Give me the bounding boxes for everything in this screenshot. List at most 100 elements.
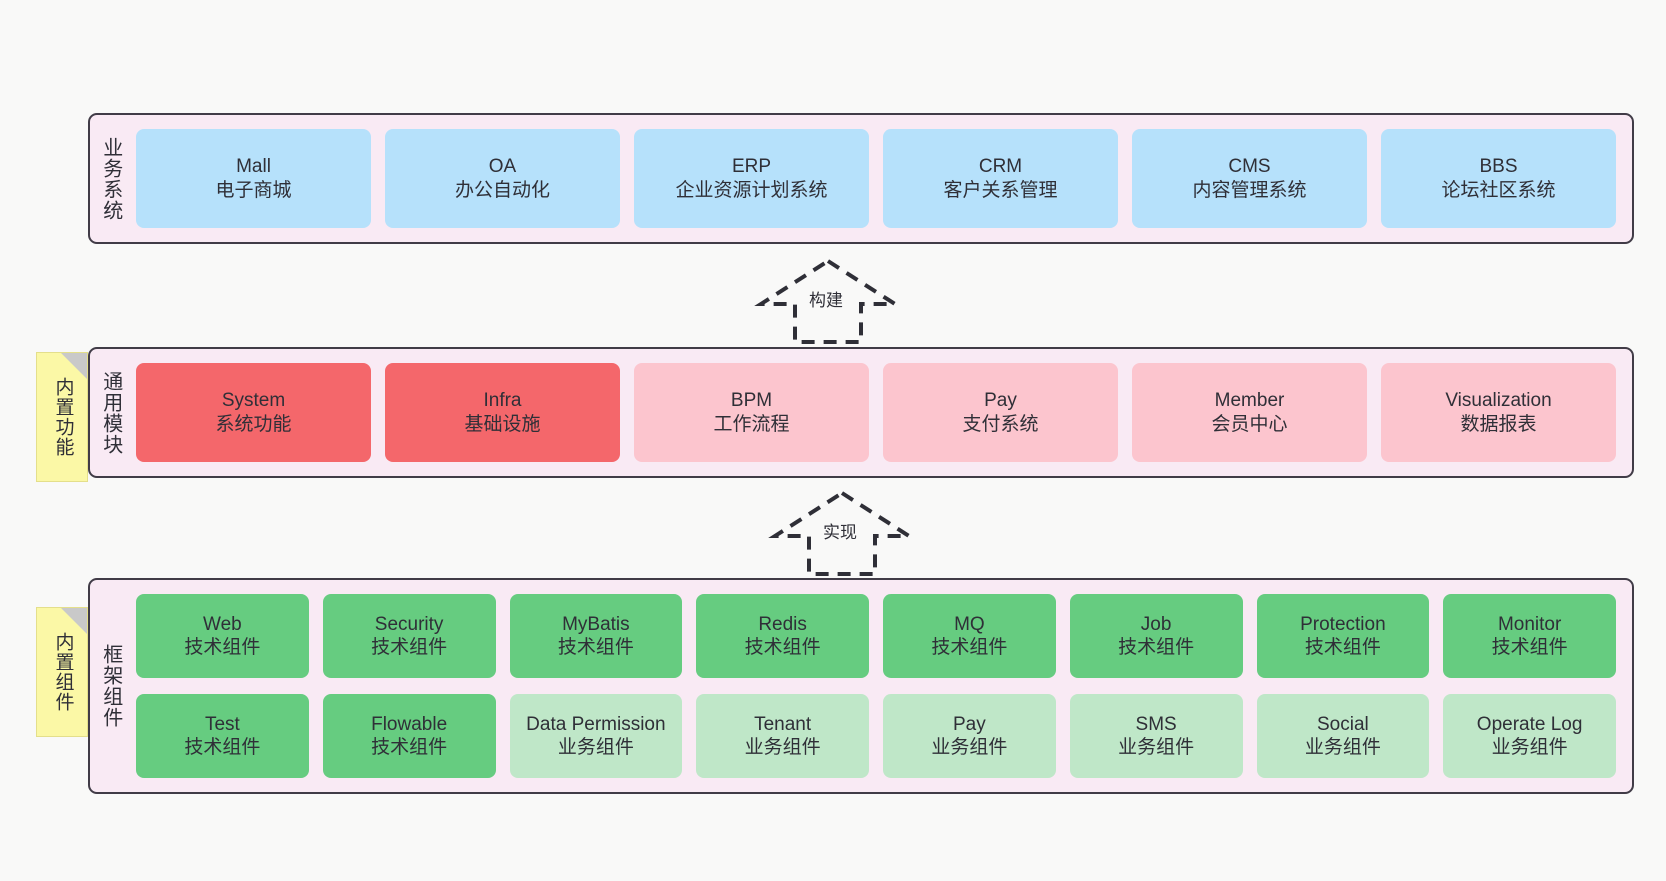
card-title: Member [1214, 390, 1285, 412]
card-title: Pay [953, 713, 986, 735]
card-title: Visualization [1445, 390, 1552, 412]
layer-cards-common-module: System 系统功能 Infra 基础设施 BPM 工作流程 Pay 支付系统… [130, 349, 1632, 476]
card-bbs[interactable]: BBS 论坛社区系统 [1381, 129, 1616, 228]
layer-common-module: 通用模块 System 系统功能 Infra 基础设施 BPM 工作流程 Pay… [88, 347, 1634, 478]
card-member[interactable]: Member 会员中心 [1132, 363, 1367, 462]
layer-cards-business-system: Mall 电子商城 OA 办公自动化 ERP 企业资源计划系统 CRM 客户关系… [130, 115, 1632, 242]
card-title: Tenant [754, 713, 812, 735]
card-sms[interactable]: SMS 业务组件 [1069, 694, 1243, 778]
layer-cards-framework-component: Web 技术组件 Security 技术组件 MyBatis 技术组件 Redi… [130, 580, 1632, 792]
card-subtitle: 工作流程 [713, 413, 790, 435]
card-security[interactable]: Security 技术组件 [322, 594, 496, 678]
card-subtitle: 技术组件 [371, 637, 448, 658]
card-subtitle: 会员中心 [1211, 413, 1288, 435]
note-text: 内置组件 [52, 632, 74, 712]
card-subtitle: 电子商城 [215, 179, 292, 201]
card-title: Data Permission [526, 713, 666, 735]
card-flowable[interactable]: Flowable 技术组件 [322, 694, 496, 778]
card-web[interactable]: Web 技术组件 [136, 594, 309, 678]
card-subtitle: 数据报表 [1460, 413, 1537, 435]
card-subtitle: 技术组件 [557, 637, 634, 658]
card-title: BBS [1479, 156, 1518, 178]
card-subtitle: 支付系统 [962, 413, 1039, 435]
card-title: Infra [483, 390, 522, 412]
card-title: System [221, 390, 286, 412]
card-bpm[interactable]: BPM 工作流程 [634, 363, 869, 462]
card-cms[interactable]: CMS 内容管理系统 [1132, 129, 1367, 228]
card-data-permission[interactable]: Data Permission 业务组件 [509, 694, 683, 778]
card-subtitle: 企业资源计划系统 [675, 179, 828, 201]
card-subtitle: 业务组件 [557, 737, 634, 758]
generalization-arrow-icon [768, 490, 916, 576]
card-protection[interactable]: Protection 技术组件 [1256, 594, 1430, 678]
card-title: ERP [731, 156, 772, 178]
card-system[interactable]: System 系统功能 [136, 363, 371, 462]
card-subtitle: 业务组件 [1118, 737, 1195, 758]
card-title: Test [204, 713, 240, 735]
card-crm[interactable]: CRM 客户关系管理 [883, 129, 1118, 228]
card-test[interactable]: Test 技术组件 [136, 694, 309, 778]
card-subtitle: 技术组件 [931, 637, 1008, 658]
folded-corner-icon [61, 608, 87, 634]
layer-title-framework-component: 框架组件 [99, 644, 122, 728]
card-subtitle: 办公自动化 [454, 179, 550, 201]
layer-title-common-module: 通用模块 [99, 370, 122, 455]
note-text: 内置功能 [52, 377, 74, 457]
card-tenant[interactable]: Tenant 业务组件 [696, 694, 869, 778]
card-erp[interactable]: ERP 企业资源计划系统 [634, 129, 869, 228]
card-redis[interactable]: Redis 技术组件 [696, 594, 869, 678]
card-mybatis[interactable]: MyBatis 技术组件 [509, 594, 683, 678]
generalization-arrow-icon [754, 258, 902, 344]
card-subtitle: 技术组件 [184, 737, 261, 758]
card-subtitle: 内容管理系统 [1192, 179, 1307, 201]
card-subtitle: 业务组件 [931, 737, 1008, 758]
card-title: Flowable [371, 713, 448, 735]
card-row: System 系统功能 Infra 基础设施 BPM 工作流程 Pay 支付系统… [136, 363, 1616, 462]
card-title: MQ [954, 613, 985, 635]
connector-implement: 实现 [768, 490, 916, 576]
card-title: Protection [1300, 613, 1386, 635]
connector-build: 构建 [754, 258, 902, 344]
card-subtitle: 业务组件 [1304, 737, 1381, 758]
card-title: CRM [978, 156, 1023, 178]
connector-implement-label: 实现 [820, 518, 860, 543]
card-row: Test 技术组件 Flowable 技术组件 Data Permission … [136, 694, 1616, 778]
card-subtitle: 业务组件 [1491, 737, 1568, 758]
card-title: Social [1317, 713, 1369, 735]
layer-business-system: 业务系统 Mall 电子商城 OA 办公自动化 ERP 企业资源计划系统 CRM… [88, 113, 1634, 244]
card-operate-log[interactable]: Operate Log 业务组件 [1443, 694, 1616, 778]
card-subtitle: 客户关系管理 [943, 179, 1058, 201]
card-title: Pay [984, 390, 1017, 412]
card-title: OA [488, 156, 517, 178]
card-visualization[interactable]: Visualization 数据报表 [1381, 363, 1616, 462]
card-title: Security [374, 613, 444, 635]
card-title: SMS [1135, 713, 1177, 735]
connector-build-label: 构建 [806, 286, 846, 311]
card-job[interactable]: Job 技术组件 [1069, 594, 1243, 678]
note-builtin-function: 内置功能 [36, 352, 88, 482]
card-title: CMS [1228, 156, 1271, 178]
card-subtitle: 技术组件 [1118, 637, 1195, 658]
card-subtitle: 系统功能 [215, 413, 292, 435]
card-mq[interactable]: MQ 技术组件 [883, 594, 1056, 678]
card-infra[interactable]: Infra 基础设施 [385, 363, 620, 462]
card-row: Mall 电子商城 OA 办公自动化 ERP 企业资源计划系统 CRM 客户关系… [136, 129, 1616, 228]
layer-framework-component: 框架组件 Web 技术组件 Security 技术组件 MyBatis 技术组件… [88, 578, 1634, 794]
card-mall[interactable]: Mall 电子商城 [136, 129, 371, 228]
card-pay[interactable]: Pay 支付系统 [883, 363, 1118, 462]
card-title: Operate Log [1476, 713, 1583, 735]
card-title: Monitor [1497, 613, 1562, 635]
card-oa[interactable]: OA 办公自动化 [385, 129, 620, 228]
card-title: Redis [758, 613, 807, 635]
layer-title-business-system: 业务系统 [99, 136, 122, 221]
card-title: MyBatis [562, 613, 630, 635]
card-row: Web 技术组件 Security 技术组件 MyBatis 技术组件 Redi… [136, 594, 1616, 678]
card-pay-business[interactable]: Pay 业务组件 [883, 694, 1056, 778]
card-subtitle: 技术组件 [371, 737, 448, 758]
card-social[interactable]: Social 业务组件 [1256, 694, 1430, 778]
card-title: Web [203, 613, 242, 635]
card-monitor[interactable]: Monitor 技术组件 [1443, 594, 1616, 678]
card-subtitle: 业务组件 [744, 737, 821, 758]
card-subtitle: 技术组件 [1491, 637, 1568, 658]
